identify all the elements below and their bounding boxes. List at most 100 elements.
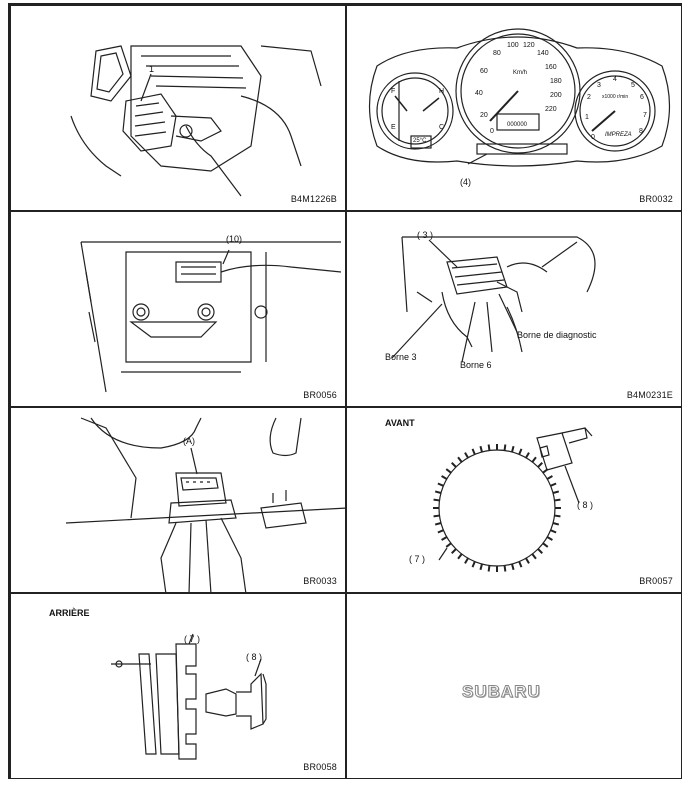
- callout-terminal-6: Borne 6: [460, 360, 492, 370]
- speed-tick-60: 60: [480, 68, 488, 75]
- diagnostic-terminal-illustration: [391, 236, 596, 363]
- ring-tooth: [525, 452, 530, 459]
- rear-header: ARRIÈRE: [49, 608, 90, 618]
- callout-terminal-3: Borne 3: [385, 352, 417, 362]
- tach-tick-3: 3: [597, 82, 601, 89]
- ring-tooth: [437, 529, 444, 534]
- ring-tooth: [503, 565, 507, 572]
- ring-tooth: [441, 475, 448, 480]
- tach-tick-4: 4: [613, 76, 617, 83]
- ring-tooth: [464, 557, 469, 564]
- ring-tooth: [445, 468, 452, 474]
- figure-code: BR0032: [639, 194, 673, 204]
- figure-code: BR0033: [303, 576, 337, 586]
- temp-hot-letter: H: [439, 88, 445, 95]
- odometer-readout: 000000: [507, 122, 528, 128]
- ring-tooth: [531, 553, 537, 560]
- ring-tooth: [479, 563, 483, 571]
- tach-tick-1: 1: [585, 114, 589, 121]
- ring-tooth: [471, 561, 476, 568]
- fuel-empty-letter: E: [391, 124, 396, 131]
- ring-tooth: [550, 529, 557, 534]
- ring-tooth: [518, 561, 523, 568]
- ring-tooth: [503, 444, 507, 451]
- instrument-cluster-illustration: [368, 28, 671, 167]
- fuel-full-letter: F: [391, 88, 396, 95]
- callout-4: (4): [460, 177, 471, 187]
- temp-cold-letter: C: [439, 124, 445, 131]
- ring-tooth: [434, 522, 442, 526]
- ring-tooth: [552, 522, 560, 526]
- figure-code: B4M0231E: [626, 390, 673, 400]
- ring-tooth: [433, 498, 440, 502]
- tach-tick-5: 5: [631, 82, 635, 89]
- callout-1: 1: [149, 64, 155, 74]
- ring-tooth: [457, 456, 463, 463]
- speed-tick-160: 160: [545, 64, 557, 71]
- speed-tick-120: 120: [523, 42, 535, 49]
- ring-tooth: [441, 536, 448, 541]
- speed-tick-20: 20: [480, 112, 488, 119]
- figure-code: BR0058: [303, 762, 337, 772]
- ring-tooth: [525, 557, 530, 564]
- speed-tick-80: 80: [493, 50, 501, 57]
- callout-7-rear: ( 7 ): [184, 634, 201, 644]
- speedo-unit: Km/h: [513, 70, 528, 76]
- ring-tooth: [537, 548, 543, 554]
- engine-connector-illustration: [70, 45, 322, 197]
- ring-tooth: [550, 482, 557, 487]
- ring-tooth: [487, 444, 491, 451]
- ring-tooth: [542, 542, 549, 548]
- panel-front-sensor: AVANT ( 8 ) ( 7 ) BR0057: [346, 407, 682, 593]
- callout-8-rear: ( 8 ): [246, 652, 263, 662]
- tach-tick-0: 0: [591, 134, 595, 141]
- callout-10: (10): [226, 234, 243, 244]
- ring-tooth: [537, 462, 543, 468]
- figure-code: B4M1226B: [290, 194, 337, 204]
- ring-tooth: [479, 445, 483, 453]
- panel-instrument-cluster: Km/h x1000 r/min IMPREZA 000000 25°C F E…: [346, 5, 682, 211]
- front-header: AVANT: [385, 418, 415, 428]
- ring-tooth: [546, 536, 553, 541]
- ring-tooth: [552, 490, 560, 494]
- tach-tick-6: 6: [640, 94, 644, 101]
- ring-tooth: [511, 563, 515, 571]
- callout-8-front: ( 8 ): [577, 500, 594, 510]
- ring-tooth: [437, 482, 444, 487]
- ring-tooth: [451, 548, 457, 554]
- bracket-connector-illustration: [80, 241, 342, 393]
- tach-tick-2: 2: [587, 94, 591, 101]
- callout-7-front: ( 7 ): [409, 554, 426, 564]
- ring-tooth: [457, 553, 463, 560]
- speed-tick-100: 100: [507, 42, 519, 49]
- panel-connector-a: (A) BR0033: [10, 407, 346, 593]
- panel-rear-sensor: ARRIÈRE ( 7 ) ( 8 ) BR0058: [10, 593, 346, 779]
- speed-tick-40: 40: [475, 90, 483, 97]
- ring-tooth: [471, 448, 476, 455]
- ring-tooth: [433, 514, 440, 518]
- ring-tooth: [554, 498, 561, 502]
- ring-tooth: [511, 445, 515, 453]
- temperature-readout: 25°C: [413, 138, 427, 144]
- panel-connector-bracket: (10) BR0056: [10, 211, 346, 407]
- panel-logo: SUBARU: [346, 593, 682, 779]
- ring-tooth: [464, 452, 469, 459]
- callout-diagnostic-terminal: Borne de diagnostic: [517, 330, 597, 340]
- brand-mark: IMPREZA: [605, 132, 632, 138]
- panel-diagnostic-terminal: ( 3 ) Borne de diagnostic Borne 3 Borne …: [346, 211, 682, 407]
- figure-code: BR0056: [303, 390, 337, 400]
- ring-tooth: [487, 565, 491, 572]
- figure-grid: 1 B4M1226B Km/: [8, 3, 682, 779]
- tach-tick-7: 7: [643, 112, 647, 119]
- ring-tooth: [445, 542, 452, 548]
- front-tone-ring-illustration: [433, 427, 593, 572]
- rear-sensor-illustration: [111, 633, 267, 760]
- ring-tooth: [434, 490, 442, 494]
- callout-a: (A): [183, 436, 195, 446]
- speed-tick-200: 200: [550, 92, 562, 99]
- speed-tick-0: 0: [490, 128, 494, 135]
- callout-3: ( 3 ): [417, 230, 434, 240]
- subaru-logo: SUBARU: [462, 682, 541, 702]
- panel-connector-engine: 1 B4M1226B: [10, 5, 346, 211]
- ring-tooth: [451, 462, 457, 468]
